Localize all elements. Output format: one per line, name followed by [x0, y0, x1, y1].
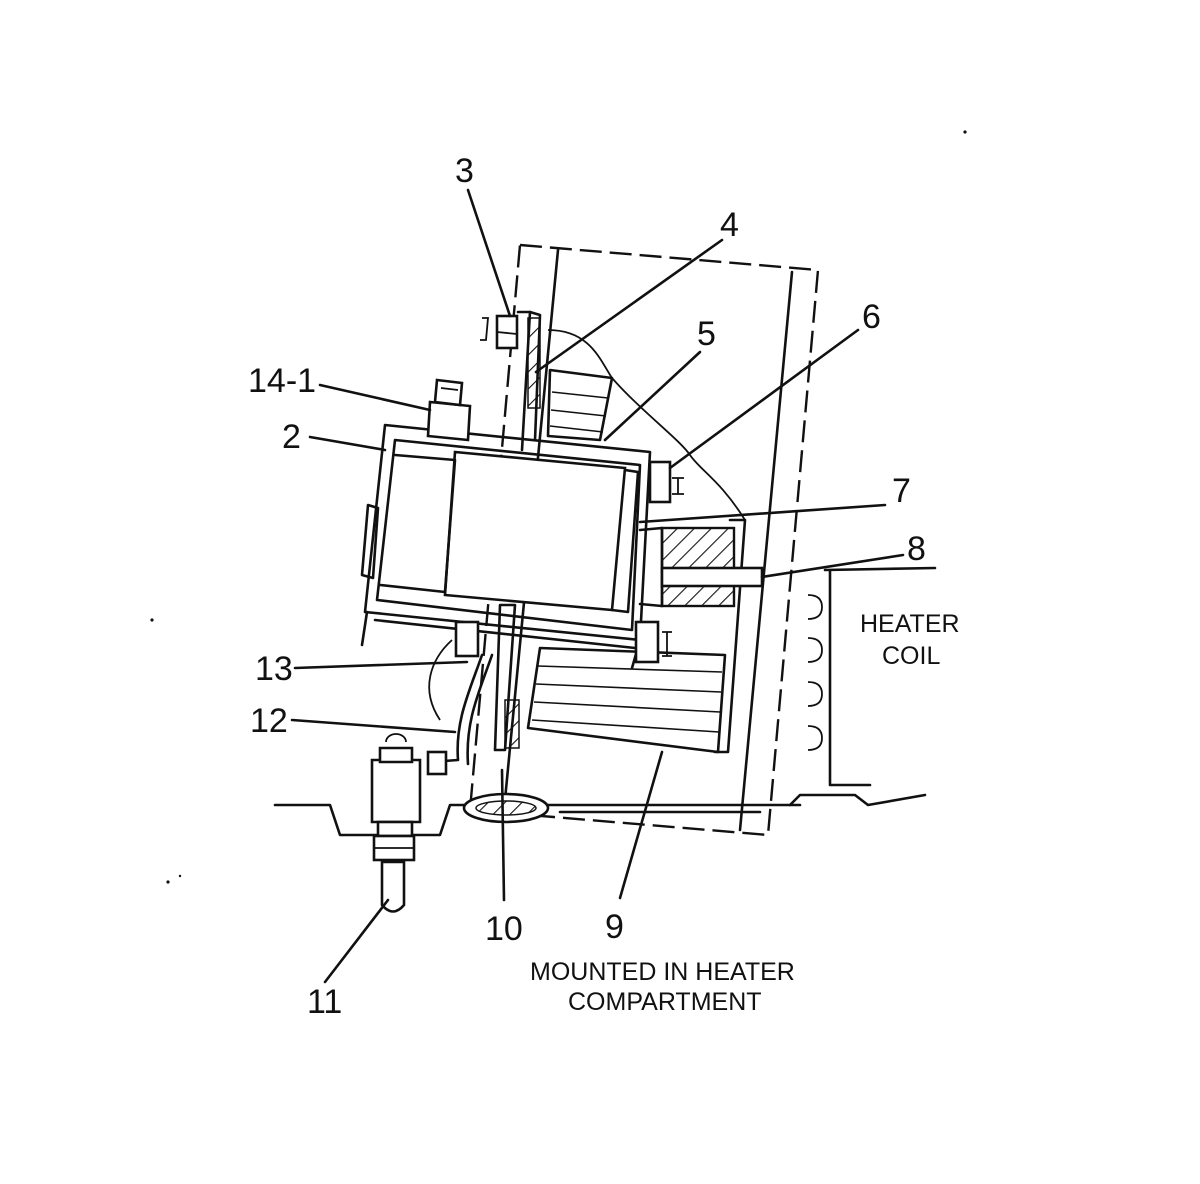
caption-line2: COMPARTMENT: [568, 988, 762, 1016]
motor-terminal: [426, 378, 472, 442]
callout-9: 9: [605, 908, 624, 946]
callout-10: 10: [485, 910, 523, 948]
heater-coil: [807, 566, 937, 787]
callout-14-1: 14-1: [248, 362, 316, 400]
mounting-plate: [493, 310, 542, 752]
leader-lines: [290, 188, 905, 984]
bolt-bottom-right: [634, 620, 672, 664]
wire-harness: [426, 639, 494, 776]
caption-line1: MOUNTED IN HEATER: [530, 958, 795, 986]
callout-2: 2: [282, 418, 301, 456]
callout-3: 3: [455, 152, 474, 190]
callout-5: 5: [697, 315, 716, 353]
callout-7: 7: [892, 472, 911, 510]
motor-frame: [360, 423, 652, 670]
bolt-right: [648, 460, 684, 504]
bolt-bottom-left: [454, 620, 480, 658]
callout-6: 6: [862, 298, 881, 336]
callout-13: 13: [255, 650, 293, 688]
callout-11: 11: [307, 983, 342, 1021]
callout-12: 12: [250, 702, 288, 740]
grommet: [462, 792, 550, 824]
motor-shaft: [660, 566, 764, 588]
bolt-top: [480, 314, 519, 350]
blower-wheel: [526, 329, 747, 754]
heater-coil-label-line2: COIL: [882, 642, 940, 670]
callout-4: 4: [720, 206, 739, 244]
scan-specks: [150, 130, 967, 884]
heater-coil-label-line1: HEATER: [860, 610, 960, 638]
callout-8: 8: [907, 530, 926, 568]
blower-switch: [370, 733, 422, 913]
